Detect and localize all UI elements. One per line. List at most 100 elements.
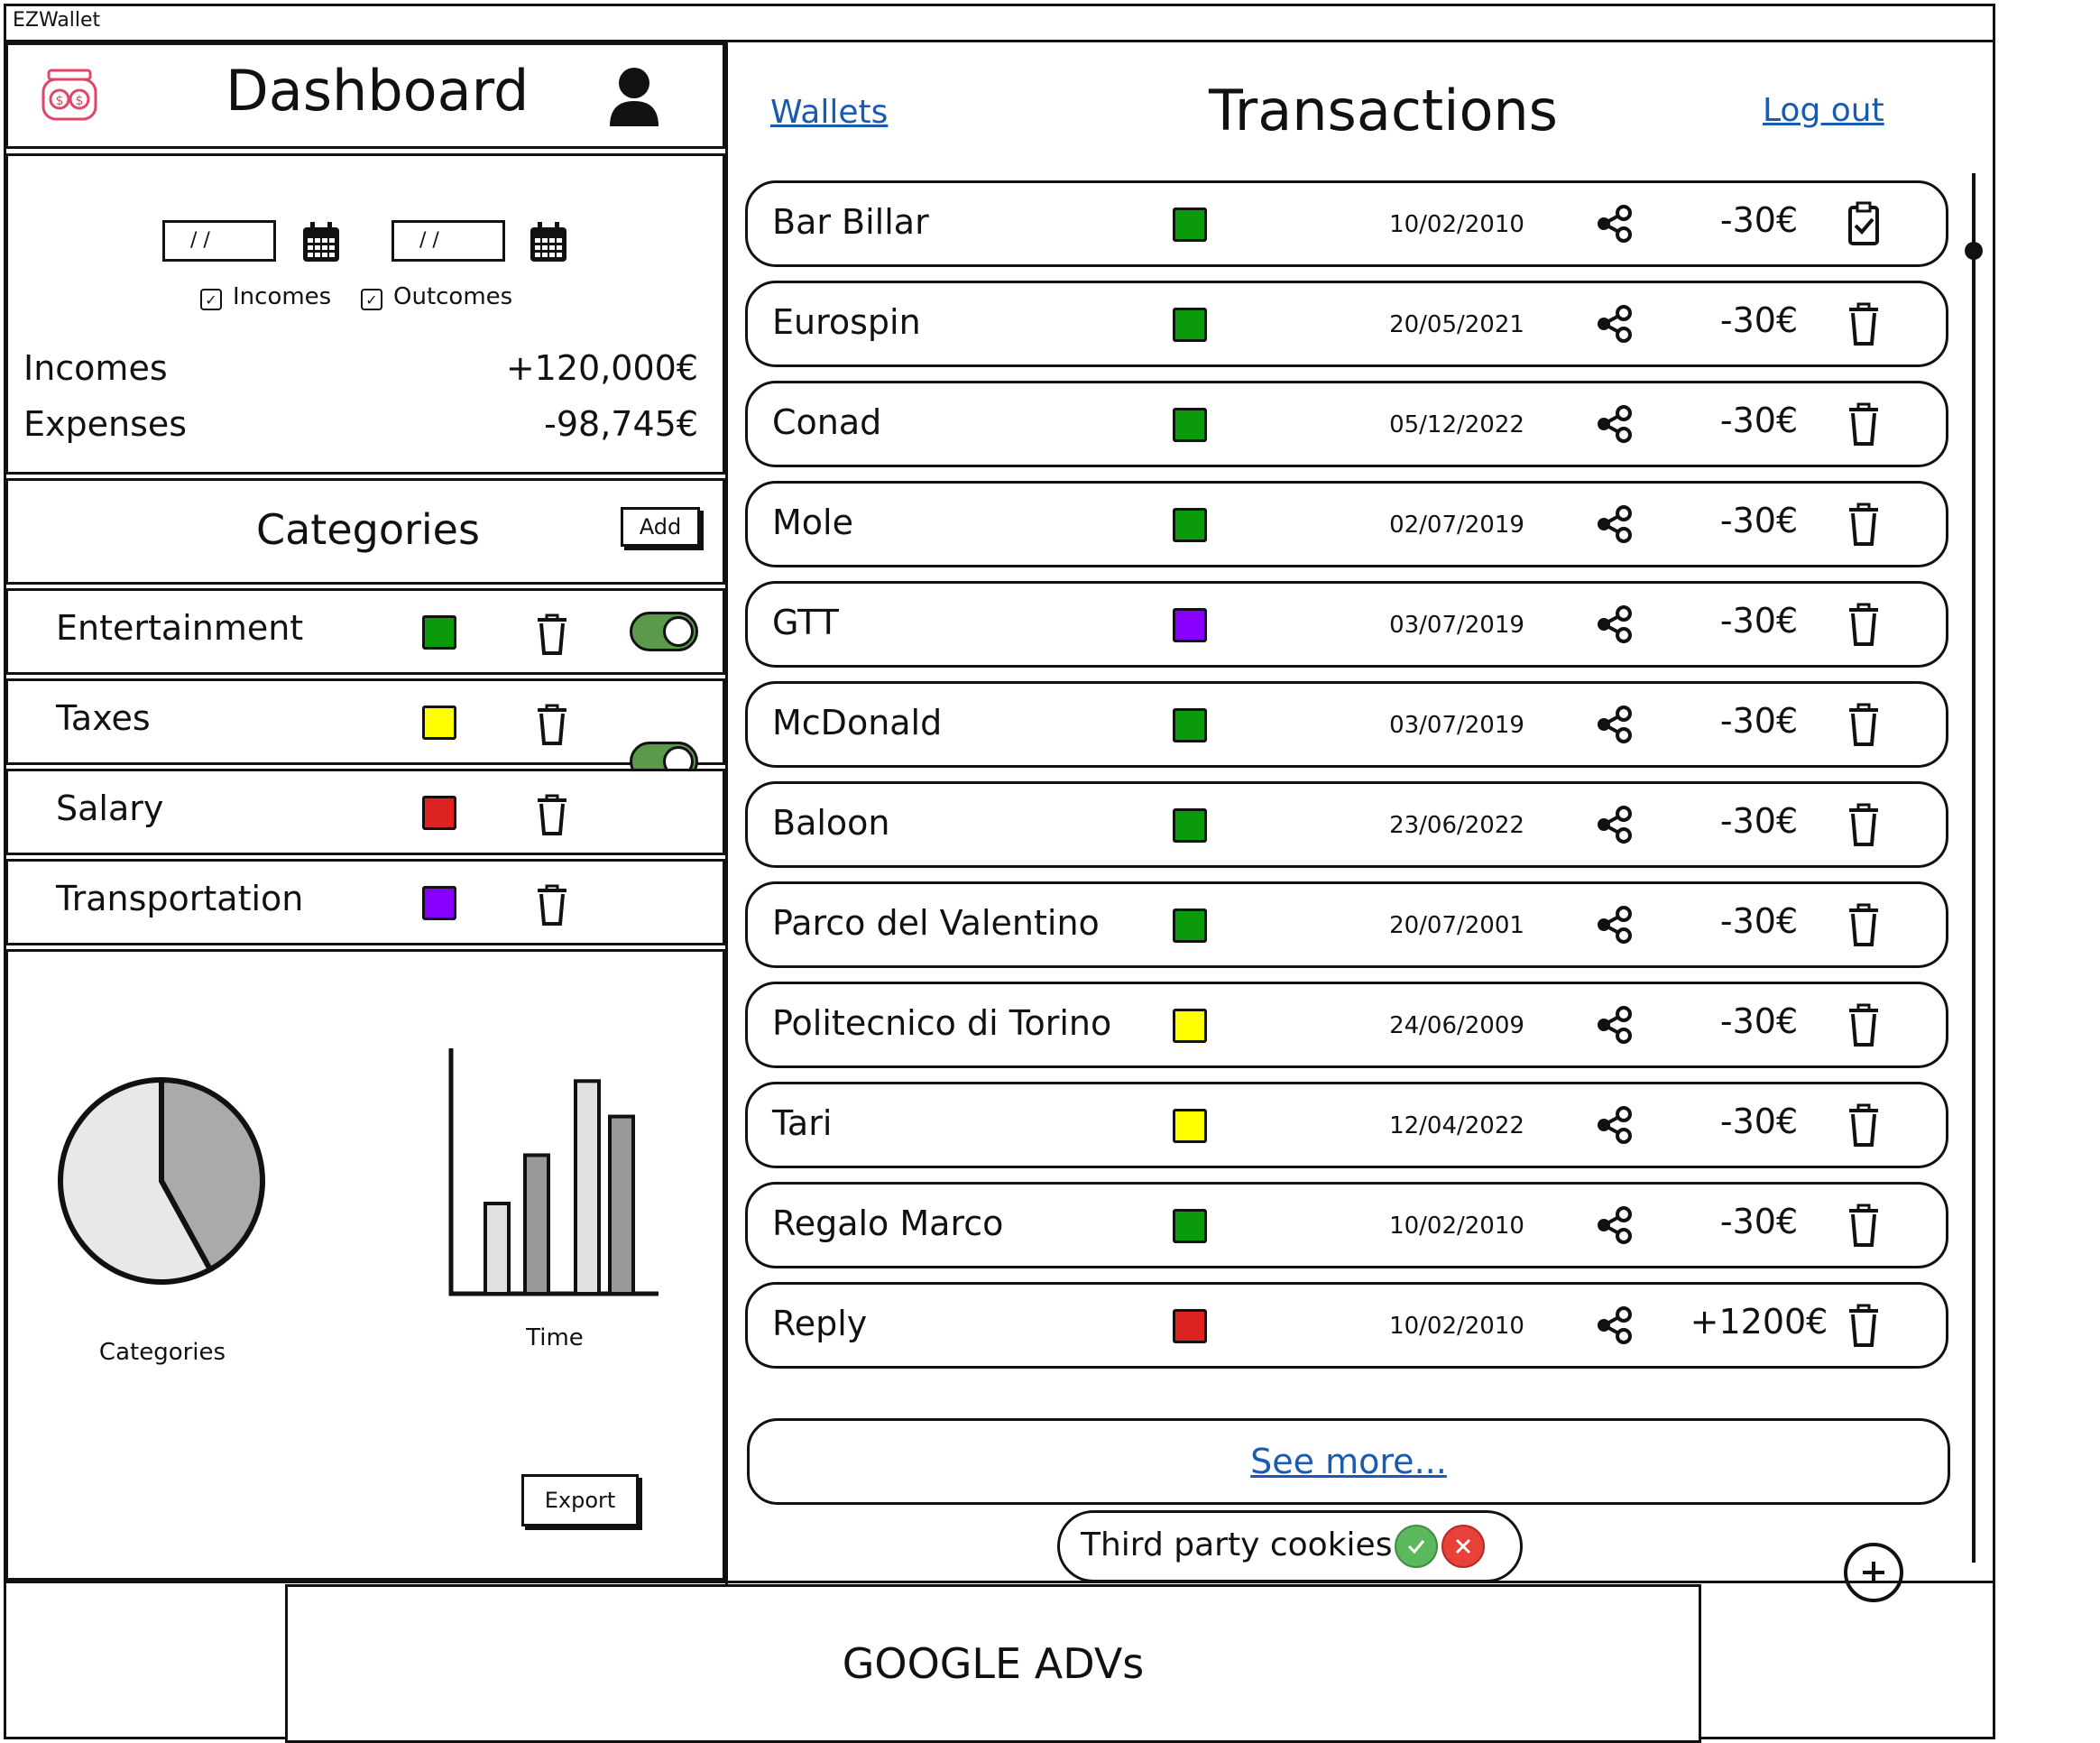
share-icon[interactable] <box>1595 504 1635 544</box>
transaction-name: Reply <box>772 1304 868 1343</box>
category-color-swatch[interactable] <box>422 796 456 830</box>
trash-icon[interactable] <box>1846 701 1882 748</box>
add-transaction-button[interactable] <box>1844 1543 1903 1602</box>
transaction-category-swatch <box>1173 608 1207 642</box>
transaction-amount: -30€ <box>1719 1102 1799 1141</box>
transaction-row[interactable] <box>745 681 1948 768</box>
transaction-row[interactable] <box>745 281 1948 367</box>
trash-icon[interactable] <box>1846 501 1882 548</box>
bar-chart <box>448 1048 659 1296</box>
outcomes-checkbox[interactable]: ✓ <box>361 289 382 310</box>
transaction-row[interactable] <box>745 481 1948 567</box>
transaction-date: 03/07/2019 <box>1389 712 1524 739</box>
sidebar-header <box>5 42 725 149</box>
transaction-name: Tari <box>772 1103 833 1143</box>
pie-chart <box>58 1076 265 1285</box>
transaction-row[interactable] <box>745 881 1948 968</box>
filter-panel <box>5 153 725 475</box>
trash-icon[interactable] <box>1846 801 1882 848</box>
see-more-row[interactable]: See more... <box>747 1418 1950 1505</box>
incomes-label: Incomes <box>23 348 168 388</box>
transaction-name: Bar Billar <box>772 202 929 242</box>
category-row <box>5 678 725 765</box>
share-icon[interactable] <box>1595 805 1635 844</box>
share-icon[interactable] <box>1595 905 1635 945</box>
transaction-amount: -30€ <box>1719 200 1799 240</box>
trash-icon[interactable] <box>534 612 570 657</box>
accept-cookies-icon[interactable] <box>1395 1525 1438 1568</box>
transaction-name: Politecnico di Torino <box>772 1003 1112 1043</box>
transaction-row[interactable] <box>745 581 1948 668</box>
share-icon[interactable] <box>1595 1305 1635 1345</box>
transaction-amount: +1200€ <box>1690 1302 1828 1342</box>
share-icon[interactable] <box>1595 705 1635 744</box>
share-icon[interactable] <box>1595 604 1635 644</box>
transaction-row[interactable] <box>745 1282 1948 1369</box>
category-toggle[interactable] <box>630 612 698 651</box>
date-to-input[interactable]: / / <box>391 220 505 262</box>
trash-icon[interactable] <box>534 702 570 747</box>
trash-icon[interactable] <box>1846 1202 1882 1249</box>
trash-icon[interactable] <box>1846 601 1882 648</box>
transaction-amount: -30€ <box>1719 1001 1799 1041</box>
calendar-icon[interactable] <box>301 220 341 263</box>
share-icon[interactable] <box>1595 404 1635 444</box>
outcomes-checkbox-label: Outcomes <box>393 283 513 310</box>
see-more-link[interactable]: See more... <box>1250 1442 1447 1481</box>
category-color-swatch[interactable] <box>422 706 456 740</box>
transaction-date: 05/12/2022 <box>1389 411 1524 438</box>
share-icon[interactable] <box>1595 1105 1635 1145</box>
transaction-row[interactable] <box>745 381 1948 467</box>
transaction-row[interactable] <box>745 180 1948 267</box>
trash-icon[interactable] <box>534 882 570 927</box>
user-icon[interactable] <box>606 65 662 128</box>
clipboard-check-icon[interactable] <box>1846 200 1882 247</box>
incomes-checkbox[interactable]: ✓ <box>200 289 222 310</box>
share-icon[interactable] <box>1595 304 1635 344</box>
transaction-row[interactable] <box>745 781 1948 868</box>
svg-text:$: $ <box>56 94 64 108</box>
google-ad-banner[interactable]: GOOGLE ADVs <box>285 1584 1701 1743</box>
trash-icon[interactable] <box>1846 901 1882 948</box>
category-color-swatch[interactable] <box>422 615 456 650</box>
category-color-swatch[interactable] <box>422 886 456 920</box>
bar <box>574 1079 601 1296</box>
category-name: Entertainment <box>56 608 304 648</box>
trash-icon[interactable] <box>1846 1102 1882 1148</box>
toggle-knob <box>663 616 694 647</box>
logout-link[interactable]: Log out <box>1763 92 1884 129</box>
share-icon[interactable] <box>1595 1205 1635 1245</box>
transaction-row[interactable] <box>745 1182 1948 1268</box>
bar <box>523 1153 550 1296</box>
transaction-category-swatch <box>1173 1009 1207 1043</box>
transaction-row[interactable] <box>745 982 1948 1068</box>
transaction-amount: -30€ <box>1719 901 1799 941</box>
trash-icon[interactable] <box>1846 1302 1882 1349</box>
transaction-category-swatch <box>1173 308 1207 342</box>
trash-icon[interactable] <box>1846 401 1882 447</box>
trash-icon[interactable] <box>534 792 570 837</box>
transaction-date: 02/07/2019 <box>1389 512 1524 539</box>
money-jar-icon: $ $ <box>40 67 99 123</box>
transaction-name: Parco del Valentino <box>772 903 1100 943</box>
bar <box>608 1114 635 1296</box>
window-title: EZWallet <box>13 9 101 32</box>
trash-icon[interactable] <box>1846 300 1882 347</box>
trash-icon[interactable] <box>1846 1001 1882 1048</box>
wallets-link[interactable]: Wallets <box>770 94 889 131</box>
date-from-input[interactable]: / / <box>162 220 276 262</box>
share-icon[interactable] <box>1595 1005 1635 1045</box>
reject-cookies-icon[interactable] <box>1441 1525 1485 1568</box>
scrollbar-thumb[interactable] <box>1965 242 1983 260</box>
calendar-icon[interactable] <box>529 220 568 263</box>
transaction-category-swatch <box>1173 708 1207 742</box>
scrollbar-track[interactable] <box>1972 173 1976 1563</box>
add-category-button[interactable]: Add <box>621 507 700 547</box>
share-icon[interactable] <box>1595 204 1635 244</box>
transaction-name: Regalo Marco <box>772 1204 1004 1243</box>
categories-header <box>5 478 725 585</box>
export-button[interactable]: Export <box>521 1474 639 1526</box>
transaction-row[interactable] <box>745 1082 1948 1168</box>
transaction-amount: -30€ <box>1719 300 1799 340</box>
transaction-name: Conad <box>772 402 882 442</box>
